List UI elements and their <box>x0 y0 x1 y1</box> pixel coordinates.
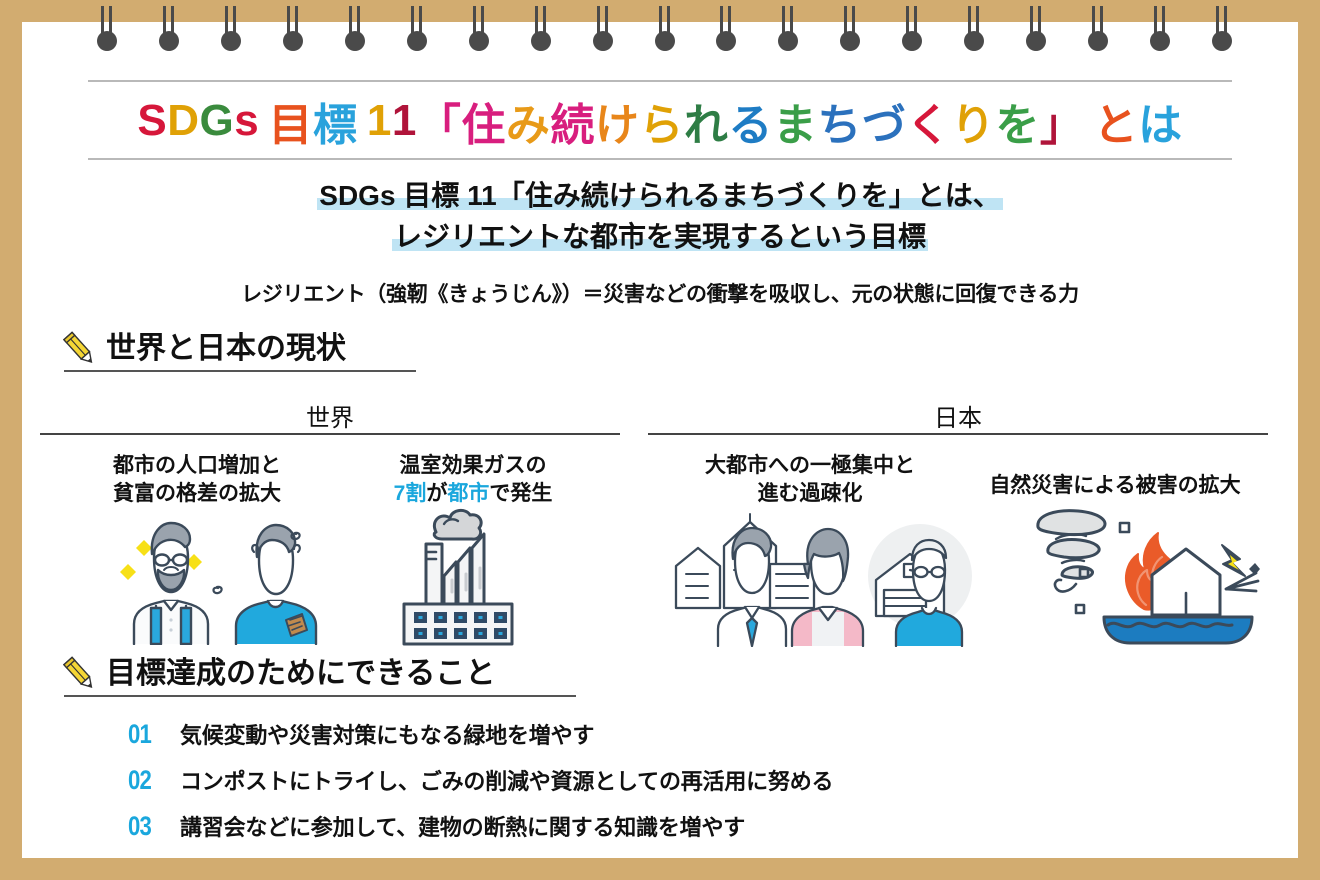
title-char-0: S <box>137 96 168 145</box>
title-char-22: り <box>950 101 996 150</box>
section-heading-actions: 目標達成のためにできること <box>62 655 576 697</box>
column-header-japan: 日本 <box>934 405 982 432</box>
title-char-2: G <box>199 96 235 145</box>
title-char-7 <box>358 96 367 146</box>
column-rule-world <box>40 433 620 435</box>
section-1-title: 世界と日本の現状 <box>106 332 346 365</box>
title-divider-top <box>88 80 1232 82</box>
list-item: 03 講習会などに参加して、建物の断熱に関する知識を増やす <box>128 810 1228 842</box>
column-header-world: 世界 <box>306 405 354 432</box>
rich-and-poor-people-illustration <box>120 521 318 645</box>
section-2-underline <box>64 695 576 697</box>
title-char-24: 」 <box>1039 101 1085 150</box>
title-char-10: 「 <box>416 101 462 150</box>
title-char-27: は <box>1138 101 1183 150</box>
title-divider-bottom <box>88 158 1232 160</box>
title-char-25 <box>1084 96 1093 146</box>
subtitle-line-1: SDGs 目標 11「住み続けられるまちづくりを」とは、 <box>317 180 1003 211</box>
action-text-02: コンポストにトライし、ごみの削減や資源としての再活用に努める <box>180 769 834 794</box>
caption-world-item-1: 都市の人口増加と 貧富の格差の拡大 <box>113 454 281 506</box>
pencil-icon <box>62 331 93 364</box>
title-char-15: ら <box>639 101 684 150</box>
caption-japan-item-1: 大都市への一極集中と 進む過疎化 <box>705 454 915 506</box>
title-char-4 <box>259 96 268 146</box>
title-char-26: と <box>1093 101 1139 150</box>
title-char-17: る <box>728 101 773 150</box>
factory-smokestack-illustration <box>402 509 514 646</box>
natural-disaster-illustration <box>1036 509 1260 645</box>
actions-list: 01 気候変動や災害対策にもなる緑地を増やす 02 コンポストにトライし、ごみの… <box>128 718 1228 856</box>
action-text-03: 講習会などに参加して、建物の断熱に関する知識を増やす <box>180 815 746 840</box>
title-char-9: 1 <box>391 96 417 145</box>
title-char-23: を <box>995 101 1040 150</box>
title-char-19: ち <box>817 101 862 150</box>
title-char-6: 標 <box>313 101 358 150</box>
section-1-underline <box>64 370 416 372</box>
column-rule-japan <box>648 433 1268 435</box>
caption-world-item-2-line-2: 7割が都市で発生 <box>393 482 553 506</box>
action-text-01: 気候変動や災害対策にもなる緑地を増やす <box>180 723 595 748</box>
title-char-11: 住 <box>461 101 506 150</box>
title-char-5: 目 <box>268 101 314 150</box>
caption-japan-item-2: 自然災害による被害の拡大 <box>989 474 1241 497</box>
city-couple-and-rural-elder-illustration <box>674 513 972 647</box>
action-number-01: 01 <box>128 719 152 749</box>
action-number-03: 03 <box>128 811 152 841</box>
title-char-16: れ <box>683 101 729 150</box>
title-char-18: ま <box>772 101 818 150</box>
title-char-21: く <box>906 101 951 150</box>
title-char-8: 1 <box>366 96 392 145</box>
action-number-02: 02 <box>128 765 152 795</box>
paper-sheet <box>22 22 1298 858</box>
title-char-14: け <box>594 101 640 150</box>
section-heading-current-status: 世界と日本の現状 <box>62 330 416 372</box>
subtitle: SDGs 目標 11「住み続けられるまちづくりを」とは、 レジリエントな都市を実… <box>110 176 1210 257</box>
title-char-3: s <box>234 96 260 145</box>
title-char-20: づ <box>861 101 907 150</box>
list-item: 02 コンポストにトライし、ごみの削減や資源としての再活用に努める <box>128 764 1228 796</box>
title-char-1: D <box>167 96 200 145</box>
subtitle-line-2: レジリエントな都市を実現するという目標 <box>391 220 928 252</box>
list-item: 01 気候変動や災害対策にもなる緑地を増やす <box>128 718 1228 750</box>
pencil-icon <box>62 656 93 689</box>
caption-world-item-2: 温室効果ガスの 7割が都市で発生 <box>348 452 598 509</box>
section-2-title: 目標達成のためにできること <box>106 657 496 690</box>
title-char-12: み <box>505 101 551 150</box>
resilience-definition-note: レジリエント（強靭《きょうじん》）＝災害などの衝撃を吸収し、元の状態に回復できる… <box>241 283 1079 306</box>
title-char-13: 続 <box>550 101 595 150</box>
